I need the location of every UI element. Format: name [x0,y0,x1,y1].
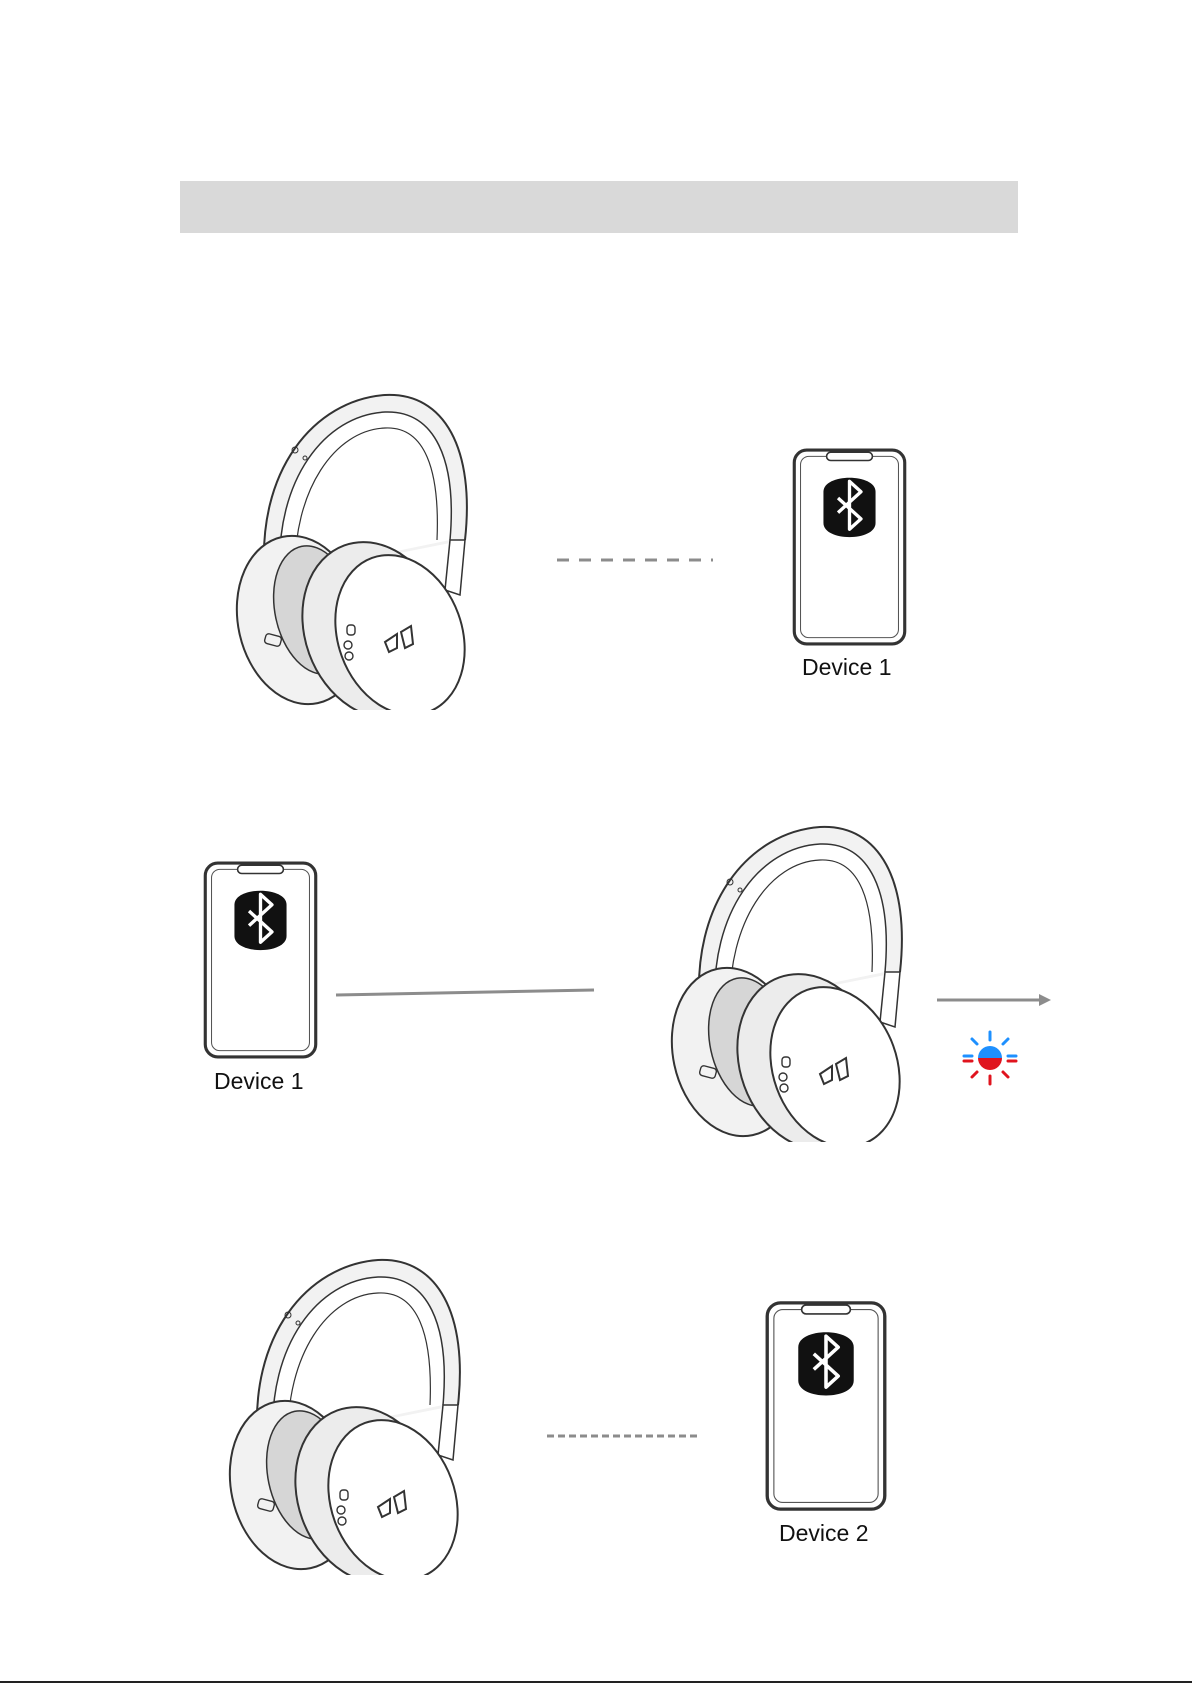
led-flash-icon [962,1030,1018,1086]
headphones-icon [660,812,920,1142]
device-label: Device 1 [214,1068,303,1095]
smartphone-icon [792,448,907,646]
smartphone-icon [765,1300,887,1512]
page-footer-rule [0,1681,1192,1683]
connection-dashed-line [545,1431,700,1441]
device-label: Device 2 [779,1520,868,1547]
connection-solid-line [334,986,596,998]
device-label: Device 1 [802,654,891,681]
section-header-bar [180,181,1018,233]
headphones-icon [218,1245,478,1575]
connection-dashed-line [555,555,715,565]
smartphone-icon [203,861,318,1059]
headphones-icon [225,380,485,710]
arrow-right-icon [935,992,1055,1008]
